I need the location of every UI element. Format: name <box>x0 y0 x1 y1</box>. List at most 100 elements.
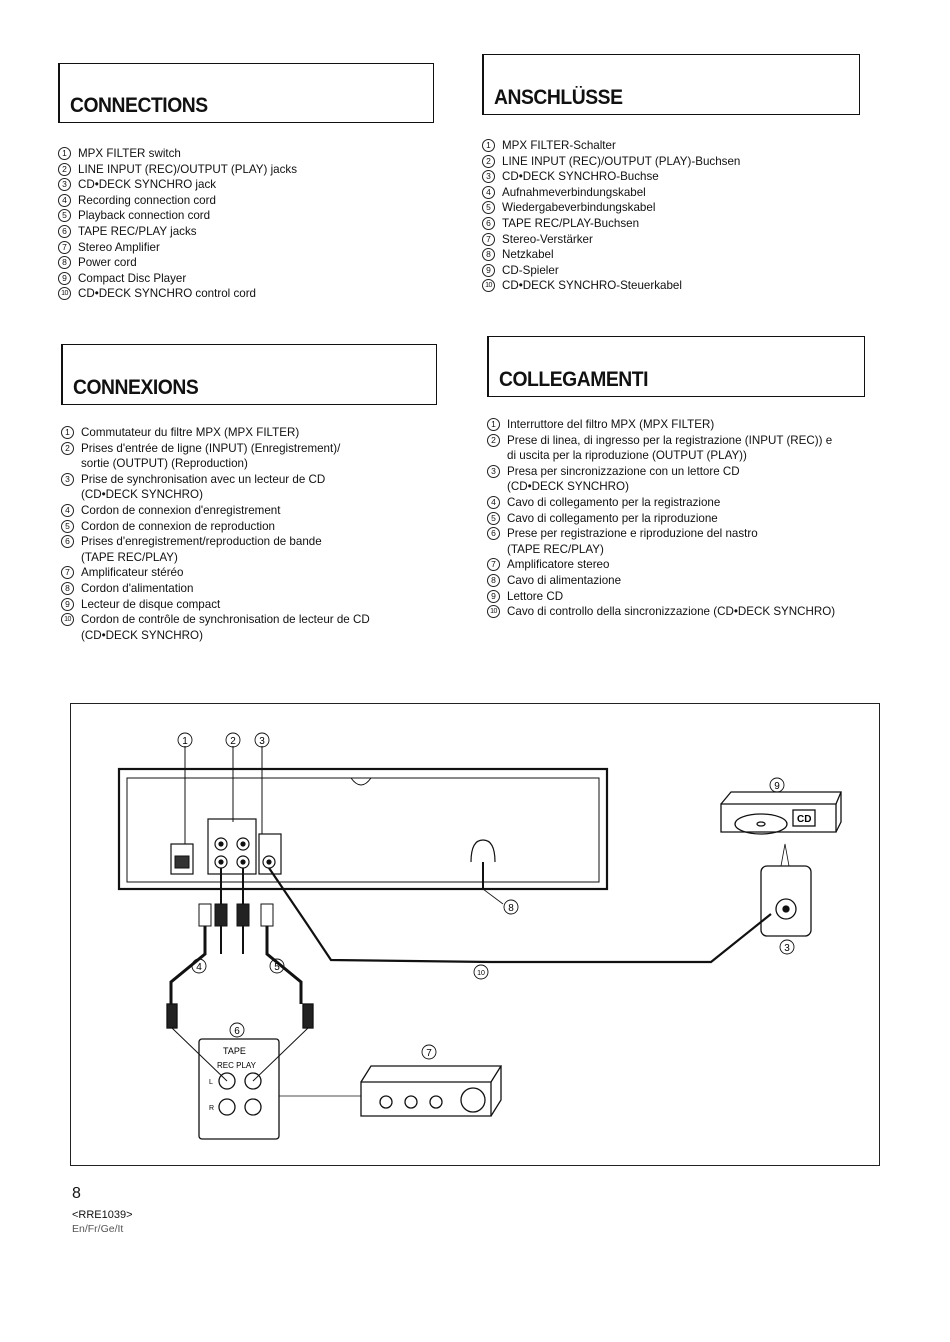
section-it-title: COLLEGAMENTI <box>499 368 649 391</box>
item-number-circle: 9 <box>482 263 495 277</box>
item-number-circle: 10 <box>58 287 71 301</box>
r-label: R <box>209 1105 214 1112</box>
item-number-circle: 9 <box>487 589 500 603</box>
line-input-output-jacks <box>207 746 257 875</box>
section-fr: CONNEXIONS 1 Commutateur du filtre MPX (M… <box>61 344 437 643</box>
item-number-circle: 4 <box>58 193 71 207</box>
item-text: CD•DECK SYNCHRO jack <box>78 178 217 192</box>
list-item: 1 Commutateur du filtre MPX (MPX FILTER) <box>61 425 437 441</box>
item-text-continued: (CD•DECK SYNCHRO) <box>81 628 203 642</box>
item-text: Cordon de connexion de reproduction <box>81 519 276 533</box>
stereo-amplifier <box>279 1065 503 1117</box>
callout-9: 9 <box>769 777 785 793</box>
item-text: Cordon de contrôle de synchronisation de… <box>81 613 370 627</box>
item-text: Recording connection cord <box>78 193 216 207</box>
section-en-heading-box: CONNECTIONS <box>58 63 434 123</box>
callout-3-player-text: 3 <box>784 943 790 954</box>
item-text: Power cord <box>78 256 137 270</box>
item-number-circle: 3 <box>61 472 74 486</box>
callout-2-text: 2 <box>230 736 236 747</box>
item-number-circle: 8 <box>487 573 500 587</box>
callout-6-text: 6 <box>234 1026 240 1037</box>
item-text: Netzkabel <box>502 248 554 262</box>
item-text: Cordon d'alimentation <box>81 581 194 595</box>
callout-7-text: 7 <box>426 1048 432 1059</box>
item-text: TAPE REC/PLAY jacks <box>78 224 197 238</box>
cd-label: CD <box>797 814 811 825</box>
item-text: Cavo di collegamento per la riproduzione <box>507 511 718 525</box>
callout-3-player: 3 <box>779 939 795 955</box>
list-item: 10 CD•DECK SYNCHRO control cord <box>58 286 434 302</box>
page-number: 8 <box>72 1185 81 1202</box>
power-cord <box>470 839 504 905</box>
cassette-deck-rear-panel <box>117 767 609 891</box>
item-number-circle: 10 <box>487 605 500 619</box>
item-text: LINE INPUT (REC)/OUTPUT (PLAY)-Buchsen <box>502 154 741 168</box>
item-number-circle: 1 <box>61 426 74 439</box>
callout-10-text: 10 <box>477 970 485 977</box>
item-text: TAPE REC/PLAY-Buchsen <box>502 216 640 230</box>
item-number-circle: 5 <box>482 201 495 215</box>
item-text: Prise de synchronisation avec un lecteur… <box>81 472 326 486</box>
item-text: Cavo di collegamento per la registrazion… <box>507 495 721 509</box>
item-text: CD-Spieler <box>502 263 559 277</box>
callout-3: 3 <box>254 732 270 748</box>
callout-2: 2 <box>225 732 241 748</box>
item-text: Commutateur du filtre MPX (MPX FILTER) <box>81 426 300 439</box>
item-number-circle: 2 <box>61 441 74 455</box>
section-fr-list: 1 Commutateur du filtre MPX (MPX FILTER) 2… <box>61 425 437 643</box>
callout-4: 4 <box>191 958 207 974</box>
item-number-circle: 6 <box>487 527 500 541</box>
item-number-circle: 9 <box>61 597 74 611</box>
item-number-circle: 7 <box>482 232 495 246</box>
callout-1-text: 1 <box>182 736 188 747</box>
callout-1: 1 <box>177 732 193 748</box>
item-text: CD•DECK SYNCHRO control cord <box>78 287 257 301</box>
item-number-circle: 4 <box>487 495 500 509</box>
item-text-continued: (TAPE REC/PLAY) <box>81 550 178 564</box>
item-text: Amplificatore stereo <box>507 558 610 572</box>
item-number-circle: 5 <box>487 511 500 525</box>
item-text: Stereo-Verstärker <box>502 232 593 246</box>
l-label: L <box>209 1079 213 1086</box>
tape-rec-play-jacks <box>166 1003 314 1140</box>
item-number-circle: 2 <box>58 162 71 176</box>
list-item: 9 CD-Spieler <box>482 263 860 279</box>
callout-5-text: 5 <box>274 962 280 973</box>
section-en-title: CONNECTIONS <box>70 94 208 117</box>
list-item: 4 Cavo di collegamento per la registrazio… <box>487 495 879 511</box>
item-text: MPX FILTER-Schalter <box>502 139 616 152</box>
item-text: Cavo di alimentazione <box>507 573 622 587</box>
item-text-continued: (CD•DECK SYNCHRO) <box>507 480 629 494</box>
item-number-circle: 7 <box>487 558 500 572</box>
callout-9-text: 9 <box>774 781 780 792</box>
item-text: Cordon de connexion d'enregistrement <box>81 503 281 517</box>
list-item: 7 Stereo-Verstärker <box>482 232 860 248</box>
section-fr-heading-box: CONNEXIONS <box>61 344 437 405</box>
item-text: Lecteur de disque compact <box>81 597 221 611</box>
item-text-continued: (CD•DECK SYNCHRO) <box>81 488 203 502</box>
item-number-circle: 2 <box>487 433 500 447</box>
item-number-circle: 1 <box>487 418 500 431</box>
item-number-circle: 8 <box>58 256 71 270</box>
